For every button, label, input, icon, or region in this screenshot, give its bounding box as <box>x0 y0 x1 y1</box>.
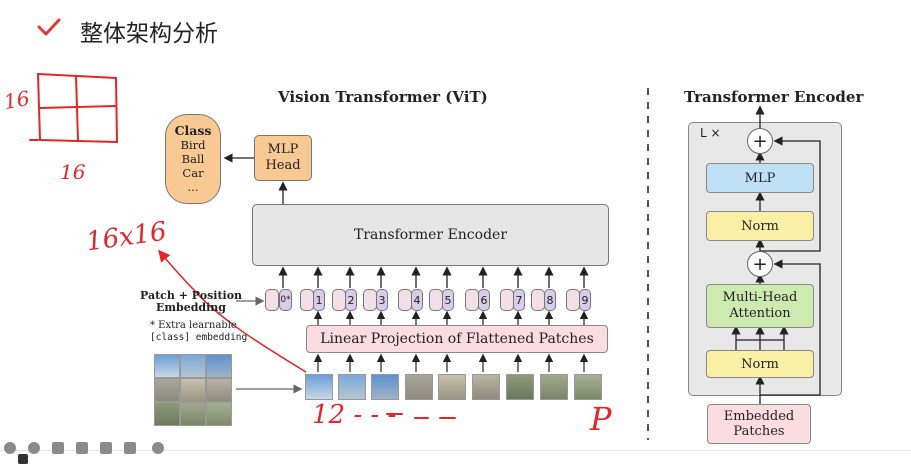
pe-label-line2: Embedding <box>156 301 226 314</box>
residual-add-bottom: + <box>747 251 773 277</box>
handwritten-16-bottom: 16 <box>60 160 86 184</box>
video-icon[interactable] <box>100 442 112 454</box>
next-icon[interactable] <box>28 442 40 454</box>
comment-icon[interactable] <box>124 442 136 454</box>
grid-patch <box>180 378 206 402</box>
token-2: 2 <box>345 289 357 311</box>
linear-projection-box: Linear Projection of Flattened Patches <box>306 325 608 353</box>
linear-projection-label: Linear Projection of Flattened Patches <box>320 331 594 347</box>
embedded-patches-line1: Embedded <box>723 409 795 424</box>
encoder-repeat-label: L × <box>700 126 721 140</box>
token-0: 0* <box>279 289 292 311</box>
handwritten-grid <box>29 73 118 143</box>
page-heading: 整体架构分析 <box>80 21 218 47</box>
check-icon <box>37 18 61 36</box>
residual-add-top: + <box>747 128 773 154</box>
class-item-bird: Bird <box>180 138 206 152</box>
class-embedding-note: * Extra learnable [class] embedding <box>150 320 247 344</box>
settings-icon[interactable] <box>18 454 28 464</box>
encoder-detail-title: Transformer Encoder <box>684 88 864 106</box>
note-line1: * Extra learnable <box>150 320 237 331</box>
grid-patch <box>206 354 232 378</box>
token-1: 1 <box>313 289 325 311</box>
class-item-ellipsis: ... <box>187 180 199 194</box>
flattened-patch-3 <box>371 374 399 400</box>
embedded-patches-box: Embedded Patches <box>707 404 811 444</box>
encoder-mha-line2: Attention <box>729 306 791 321</box>
flattened-patch-5 <box>438 374 466 400</box>
toolbar-divider <box>0 450 911 451</box>
grid-patch <box>154 354 180 378</box>
grid-patch <box>180 354 206 378</box>
token-5: 5 <box>442 289 454 311</box>
embedded-patches-line2: Patches <box>733 424 785 439</box>
encoder-norm-top-label: Norm <box>741 218 779 234</box>
token-arrows <box>278 266 589 288</box>
handwritten-12: 12 - - - <box>312 400 397 430</box>
flattened-patch-2 <box>338 374 366 400</box>
class-item-car: Car <box>182 166 204 180</box>
handwritten-arrow <box>158 249 307 373</box>
encoder-mha-line1: Multi-Head <box>722 290 798 305</box>
handwritten-p: P <box>590 400 612 438</box>
note-line2: [class] embedding <box>150 332 248 343</box>
token-7: 7 <box>513 289 525 311</box>
patch-arrows <box>313 353 589 372</box>
handwritten-dashes <box>386 413 456 419</box>
token-3: 3 <box>376 289 388 311</box>
class-item-ball: Ball <box>181 152 205 166</box>
token-9: 9 <box>579 289 591 311</box>
encoder-norm-bottom-label: Norm <box>741 356 779 372</box>
grid-patch <box>180 402 206 426</box>
mlp-head-line2: Head <box>265 158 301 173</box>
patch-position-embedding-label: Patch + Position Embedding <box>140 290 242 314</box>
pos-embedding-0 <box>265 289 279 311</box>
plus-symbol-bottom: + <box>752 253 768 275</box>
flattened-patch-8 <box>540 374 568 400</box>
class-box: Class Bird Ball Car ... <box>165 114 221 204</box>
encoder-mha-box: Multi-Head Attention <box>706 284 814 328</box>
encoder-mlp-label: MLP <box>744 170 776 186</box>
prev-icon[interactable] <box>4 442 16 454</box>
flattened-patch-7 <box>506 374 534 400</box>
flattened-patch-1 <box>305 374 333 400</box>
grid-patch <box>154 402 180 426</box>
grid-patch <box>206 402 232 426</box>
mlp-head-box: MLP Head <box>254 135 312 181</box>
transformer-encoder-label: Transformer Encoder <box>353 227 508 243</box>
encoder-mlp-box: MLP <box>706 163 814 193</box>
grid-patch <box>154 378 180 402</box>
source-image-grid <box>154 354 232 426</box>
projection-arrows <box>313 310 589 325</box>
mlp-head-line1: MLP <box>267 142 299 157</box>
plus-symbol-top: + <box>752 130 768 152</box>
more-icon[interactable] <box>152 442 164 454</box>
flattened-patch-6 <box>472 374 500 400</box>
token-6: 6 <box>478 289 490 311</box>
flattened-patch-9 <box>574 374 602 400</box>
encoder-norm-bottom-box: Norm <box>706 350 814 378</box>
vit-title: Vision Transformer (ViT) <box>278 88 488 106</box>
transformer-encoder-block: Transformer Encoder <box>252 204 609 266</box>
token-4: 4 <box>411 289 423 311</box>
flattened-patch-4 <box>405 374 433 400</box>
token-8: 8 <box>544 289 556 311</box>
zoom-icon[interactable] <box>76 442 88 454</box>
encoder-norm-top-box: Norm <box>706 211 814 241</box>
class-title: Class <box>174 123 212 138</box>
pe-label-line1: Patch + Position <box>140 289 243 302</box>
grid-patch <box>206 378 232 402</box>
pen-icon[interactable] <box>52 442 64 454</box>
